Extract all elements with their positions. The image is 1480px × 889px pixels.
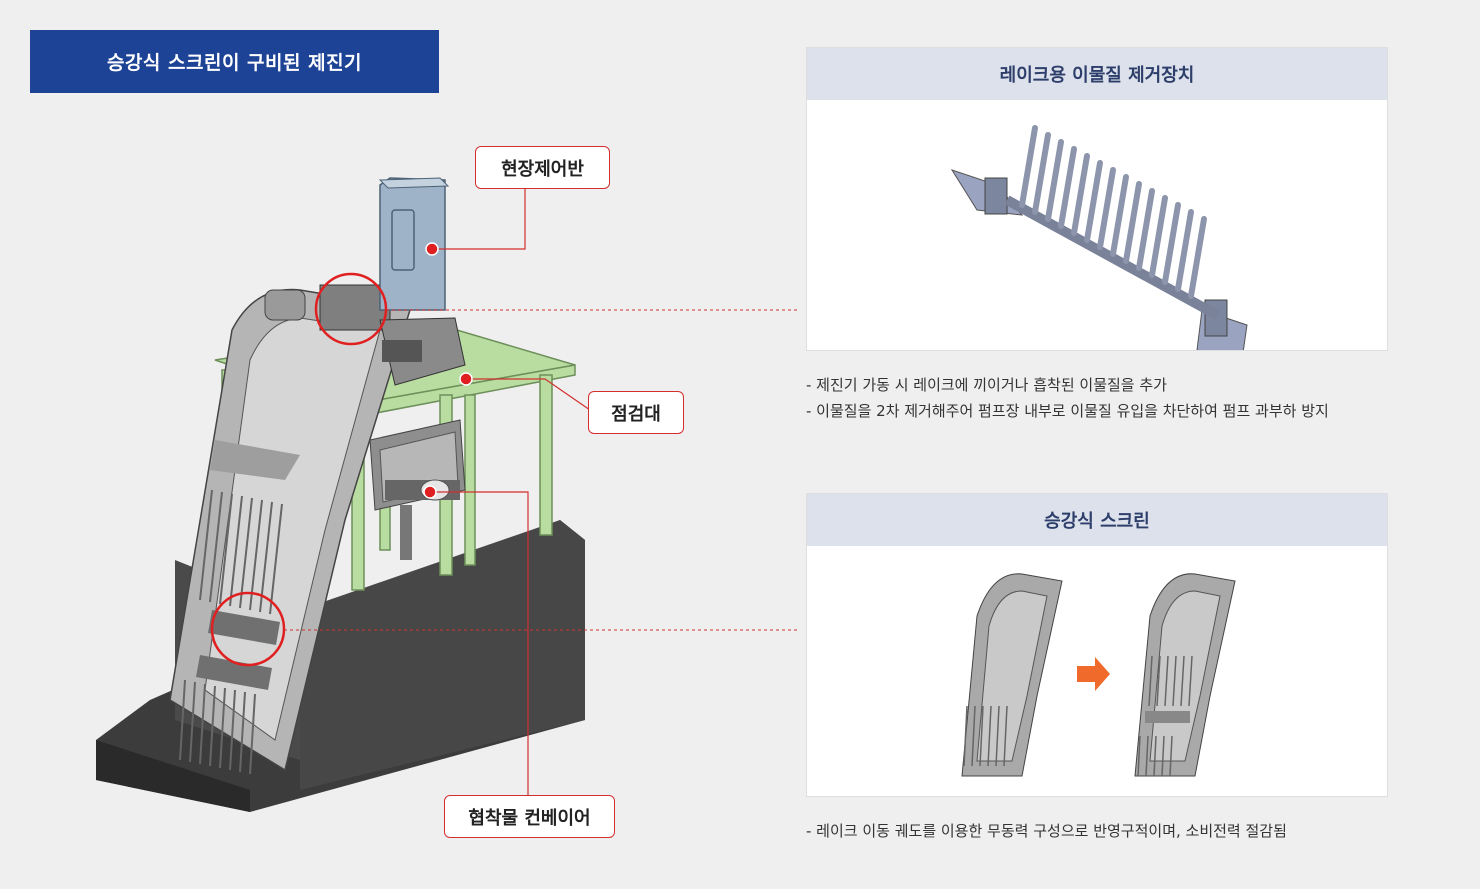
callout-platform: 점검대 — [588, 391, 684, 434]
rake-cleaner-illustration — [950, 125, 1248, 361]
transition-arrow-icon — [1077, 657, 1110, 691]
screen-before — [961, 573, 1063, 777]
highlight-rake-cleaner — [314, 272, 388, 346]
screen-body — [169, 284, 466, 775]
leader-control-panel — [432, 189, 526, 250]
panel-heading: 레이크용 이물질 제거장치 — [807, 48, 1387, 100]
panel-heading: 승강식 스크린 — [807, 494, 1387, 546]
leader-platform — [466, 378, 591, 411]
callout-control-panel: 현장제어반 — [475, 146, 610, 189]
lifting-screen-panel: 승강식 스크린 — [806, 493, 1388, 797]
marker-dot-control-panel — [425, 242, 439, 256]
lifting-screen-description: - 레이크 이동 궤도를 이용한 무동력 구성으로 반영구적이며, 소비전력 절… — [806, 818, 1287, 844]
screen-machine-illustration — [96, 177, 800, 812]
highlight-lifting-screen — [210, 591, 286, 667]
marker-dot-conveyor — [423, 485, 437, 499]
rake-cleaner-panel: 레이크용 이물질 제거장치 — [806, 47, 1388, 361]
rake-cleaner-description: - 제진기 가동 시 레이크에 끼이거나 흡착된 이물질을 추가 - 이물질을 … — [806, 372, 1329, 424]
bullet-item: - 제진기 가동 시 레이크에 끼이거나 흡착된 이물질을 추가 — [806, 376, 1167, 394]
callout-conveyor: 협착물 컨베이어 — [444, 795, 615, 838]
lifting-screen-illustration — [961, 573, 1236, 777]
conveyor-unit — [369, 419, 466, 560]
marker-dot-platform — [459, 372, 473, 386]
page-title: 승강식 스크린이 구비된 제진기 — [30, 30, 439, 93]
bullet-item: - 레이크 이동 궤도를 이용한 무동력 구성으로 반영구적이며, 소비전력 절… — [806, 822, 1287, 840]
bullet-item: - 이물질을 2차 제거해주어 펌프장 내부로 이물질 유입을 차단하여 펌프 … — [806, 402, 1329, 420]
leader-conveyor — [430, 491, 529, 795]
control-panel-cabinet — [378, 177, 450, 311]
screen-after — [1134, 573, 1236, 777]
